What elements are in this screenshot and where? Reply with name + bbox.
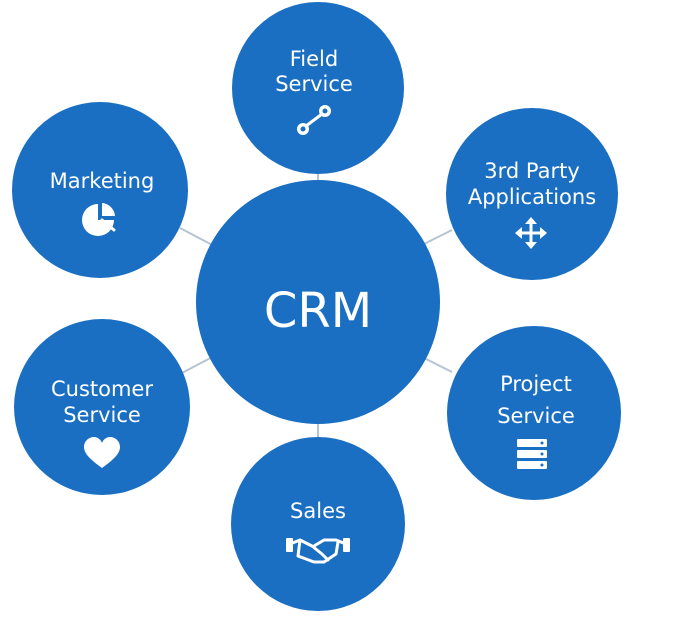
node-customer-service-circle (14, 319, 190, 495)
heart-icon (84, 437, 120, 468)
node-sales-label: Sales (290, 499, 346, 523)
node-marketing-circle (12, 102, 188, 278)
server-stack-icon (517, 439, 547, 469)
node-third-party-applications-label-line-1: 3rd Party (484, 159, 580, 183)
node-project-service-label-line-2: Service (497, 404, 575, 428)
wrench-icon (297, 105, 331, 135)
node-project-service-label-line-1: Project (500, 372, 572, 396)
node-field-service-label-line-2: Service (275, 72, 353, 96)
node-field-service-circle (232, 2, 404, 174)
node-customer-service: Customer Service (14, 319, 190, 495)
node-third-party-applications-circle (446, 108, 618, 280)
center-crm: CRM (196, 180, 440, 424)
center-crm-label: CRM (264, 283, 372, 339)
pie-chart-icon (82, 203, 116, 236)
node-customer-service-label-line-1: Customer (51, 377, 153, 401)
node-field-service: Field Service (232, 2, 404, 174)
center-crm-circle (196, 180, 440, 424)
node-field-service-label-line-1: Field (290, 47, 338, 71)
node-project-service-circle (447, 326, 621, 500)
node-marketing-label: Marketing (50, 169, 155, 193)
node-customer-service-label-line-2: Service (63, 403, 141, 427)
node-third-party-applications: 3rd Party Applications (446, 108, 618, 280)
node-sales: Sales (231, 437, 405, 611)
node-sales-circle (231, 437, 405, 611)
node-marketing: Marketing (12, 102, 188, 278)
node-project-service: Project Service (447, 326, 621, 500)
move-arrows-icon (515, 217, 547, 249)
handshake-icon (286, 538, 350, 564)
node-third-party-applications-label-line-2: Applications (468, 185, 596, 209)
